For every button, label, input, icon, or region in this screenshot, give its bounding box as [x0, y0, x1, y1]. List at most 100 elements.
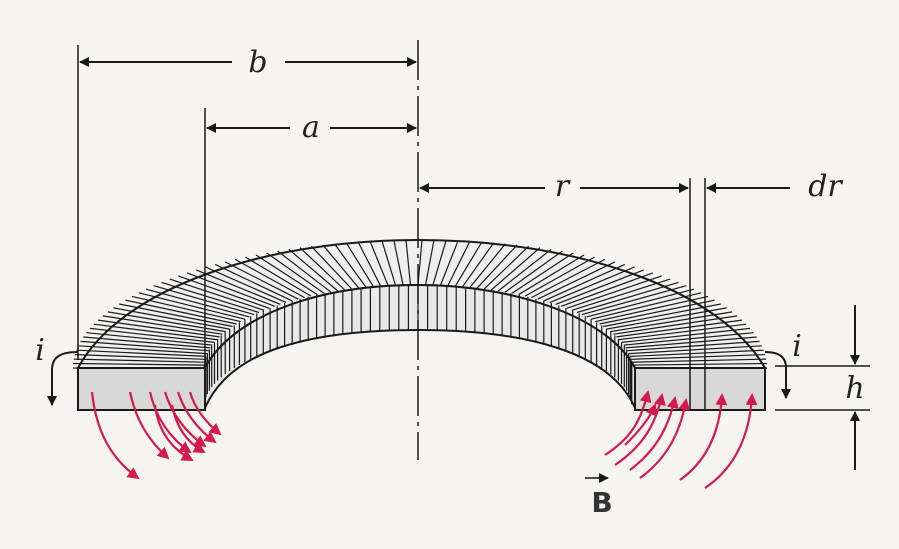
winding-line [590, 292, 702, 320]
winding-line [93, 323, 217, 341]
current-right: i [764, 329, 802, 399]
winding-line [73, 362, 205, 366]
winding-line [107, 311, 226, 333]
winding-line [462, 242, 495, 288]
winding-line [125, 299, 237, 325]
winding-line [76, 349, 207, 357]
dimension-b: b [79, 45, 417, 80]
right-cross-section [634, 367, 766, 411]
winding-line [555, 269, 645, 305]
label-r: r [555, 169, 571, 204]
toroid-top-surface [73, 238, 767, 369]
field-lines-right [604, 390, 758, 489]
winding-line [610, 311, 733, 333]
winding-line [606, 307, 727, 330]
winding-line [628, 345, 762, 355]
winding-line [625, 336, 757, 349]
winding-line [497, 248, 552, 292]
winding-line [224, 261, 299, 300]
label-a: a [302, 110, 320, 145]
winding-line [138, 292, 246, 320]
winding-line [447, 240, 471, 287]
winding-line [369, 240, 389, 287]
winding-line [619, 323, 747, 341]
winding-line [524, 256, 595, 297]
winding-line [205, 266, 287, 304]
dimension-a: a [206, 110, 417, 145]
winding-line [518, 254, 585, 296]
left-cross-section [77, 367, 206, 411]
current-left: i [35, 333, 79, 406]
label-i-right: i [792, 329, 802, 364]
winding-line [345, 242, 375, 288]
winding-line [543, 263, 626, 302]
winding-line [549, 266, 635, 304]
winding-line [621, 327, 751, 343]
winding-line [234, 258, 305, 299]
winding-line [603, 303, 721, 328]
field-label: B [585, 473, 613, 519]
winding-line [266, 252, 325, 294]
winding-line [476, 244, 518, 289]
winding-line [627, 340, 760, 352]
winding-line [119, 303, 233, 328]
winding-line [310, 245, 353, 290]
winding-line [623, 332, 754, 346]
label-B: B [591, 486, 612, 519]
winding-line [78, 345, 208, 355]
winding-line [80, 340, 209, 352]
winding-line [357, 241, 382, 287]
winding-line [169, 278, 265, 311]
winding-line [576, 281, 679, 314]
winding-line [613, 315, 738, 335]
winding-line [334, 243, 367, 288]
winding-line [255, 254, 318, 296]
winding-line [131, 295, 241, 323]
winding-line [490, 247, 541, 291]
winding-line [537, 261, 616, 300]
label-h: h [845, 371, 864, 406]
winding-line [629, 349, 764, 357]
winding-line [595, 295, 709, 323]
winding-line [102, 315, 223, 335]
winding-line [586, 288, 695, 318]
winding-line [504, 250, 563, 293]
winding-line [89, 327, 215, 343]
winding-line [195, 269, 281, 305]
field-lines-left [90, 391, 222, 480]
winding-line [566, 275, 662, 309]
winding-line [299, 247, 346, 291]
winding-line [322, 244, 360, 289]
winding-line [469, 243, 506, 288]
winding-line [432, 240, 447, 286]
winding-line [83, 336, 211, 349]
winding-line [531, 258, 606, 299]
winding-line [113, 307, 230, 330]
winding-line [581, 285, 687, 316]
winding-line [381, 240, 397, 286]
dimension-h: h [775, 305, 870, 470]
label-i-left: i [35, 333, 45, 368]
winding-line [98, 319, 220, 338]
winding-line [178, 275, 270, 309]
winding-line [630, 354, 766, 360]
winding-line [511, 252, 574, 294]
winding-line [483, 245, 530, 290]
winding-line [599, 299, 715, 325]
winding-line [631, 358, 767, 363]
label-b: b [248, 45, 267, 80]
winding-line [161, 281, 260, 314]
winding-line [145, 288, 250, 318]
winding-line [186, 272, 276, 307]
winding-line [214, 263, 293, 302]
winding-line [288, 248, 339, 292]
toroid-inner-wall [203, 283, 636, 409]
winding-line [571, 278, 671, 311]
dimension-dr: dr [706, 169, 843, 204]
label-dr: dr [808, 169, 843, 204]
winding-line [631, 362, 767, 366]
winding-line [393, 240, 404, 286]
winding-line [74, 354, 206, 360]
winding-line [560, 272, 654, 307]
